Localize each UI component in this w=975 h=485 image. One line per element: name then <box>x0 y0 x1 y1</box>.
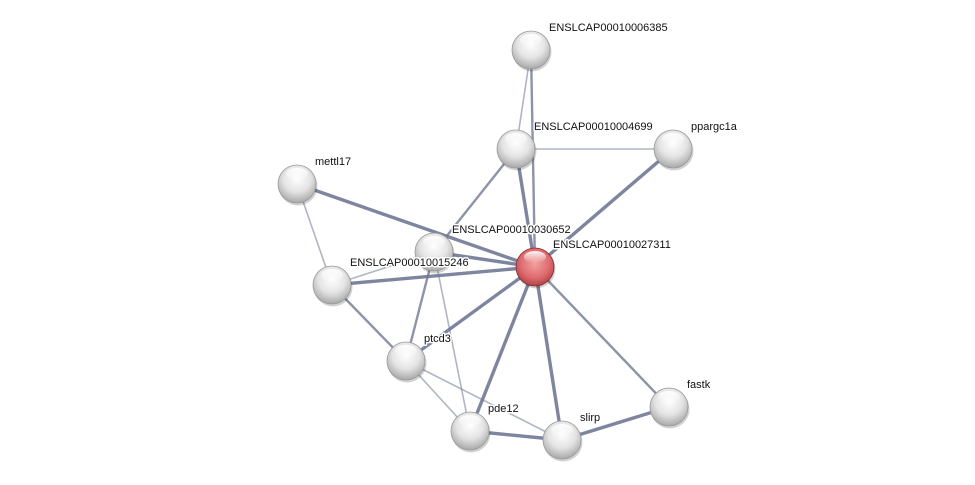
node-highlight <box>459 415 481 427</box>
node-label: fastk <box>687 379 711 391</box>
node-n15246[interactable]: ENSLCAP00010015246 <box>312 256 470 307</box>
node-highlight <box>423 236 445 248</box>
node-highlight <box>286 168 308 180</box>
node-ptcd3[interactable]: ptcd3 <box>386 332 452 383</box>
node-highlight <box>395 345 417 357</box>
edge-ptcd3-slirp[interactable] <box>405 360 563 441</box>
node-pde12[interactable]: pde12 <box>450 402 520 453</box>
edge-n27311-pde12[interactable] <box>468 266 537 432</box>
edge-n30652-pde12[interactable] <box>433 251 471 432</box>
node-highlight <box>321 269 343 281</box>
node-label: mettl17 <box>315 156 351 168</box>
node-highlight <box>662 133 684 145</box>
node-label: ENSLCAP00010030652 <box>452 224 571 236</box>
node-label: pde12 <box>488 403 519 415</box>
edge-n15246-n27311[interactable] <box>331 265 536 287</box>
node-highlight <box>524 251 546 263</box>
node-label: slirp <box>580 412 600 424</box>
node-n4699[interactable]: ENSLCAP00010004699 <box>496 120 654 171</box>
node-ppargc1a[interactable]: ppargc1a <box>653 120 739 171</box>
node-slirp[interactable]: slirp <box>542 411 602 462</box>
node-label: ptcd3 <box>424 333 451 345</box>
node-label: ppargc1a <box>691 121 738 133</box>
node-fastk[interactable]: fastk <box>649 378 712 429</box>
node-mettl17[interactable]: mettl17 <box>277 155 353 206</box>
node-n30652[interactable]: ENSLCAP00010030652 <box>414 223 572 274</box>
edge-mettl17-n27311[interactable] <box>296 182 536 269</box>
node-highlight <box>658 391 680 403</box>
edge-n6385-n27311[interactable] <box>529 49 537 268</box>
edge-n27311-slirp[interactable] <box>533 266 564 441</box>
edge-n4699-n27311[interactable] <box>514 148 537 268</box>
node-highlight <box>505 133 527 145</box>
edge-ptcd3-n27311[interactable] <box>404 265 537 363</box>
node-n27311[interactable]: ENSLCAP00010027311 <box>515 238 672 289</box>
node-label: ENSLCAP00010006385 <box>549 22 668 34</box>
node-n6385[interactable]: ENSLCAP00010006385 <box>511 21 669 72</box>
node-highlight <box>551 424 573 436</box>
edge-n27311-fastk[interactable] <box>534 266 670 408</box>
edge-ppargc1a-n27311[interactable] <box>533 147 675 269</box>
node-label: ENSLCAP00010015246 <box>350 257 469 269</box>
node-label: ENSLCAP00010027311 <box>553 239 671 251</box>
node-label: ENSLCAP00010004699 <box>534 121 653 133</box>
node-highlight <box>520 34 542 46</box>
